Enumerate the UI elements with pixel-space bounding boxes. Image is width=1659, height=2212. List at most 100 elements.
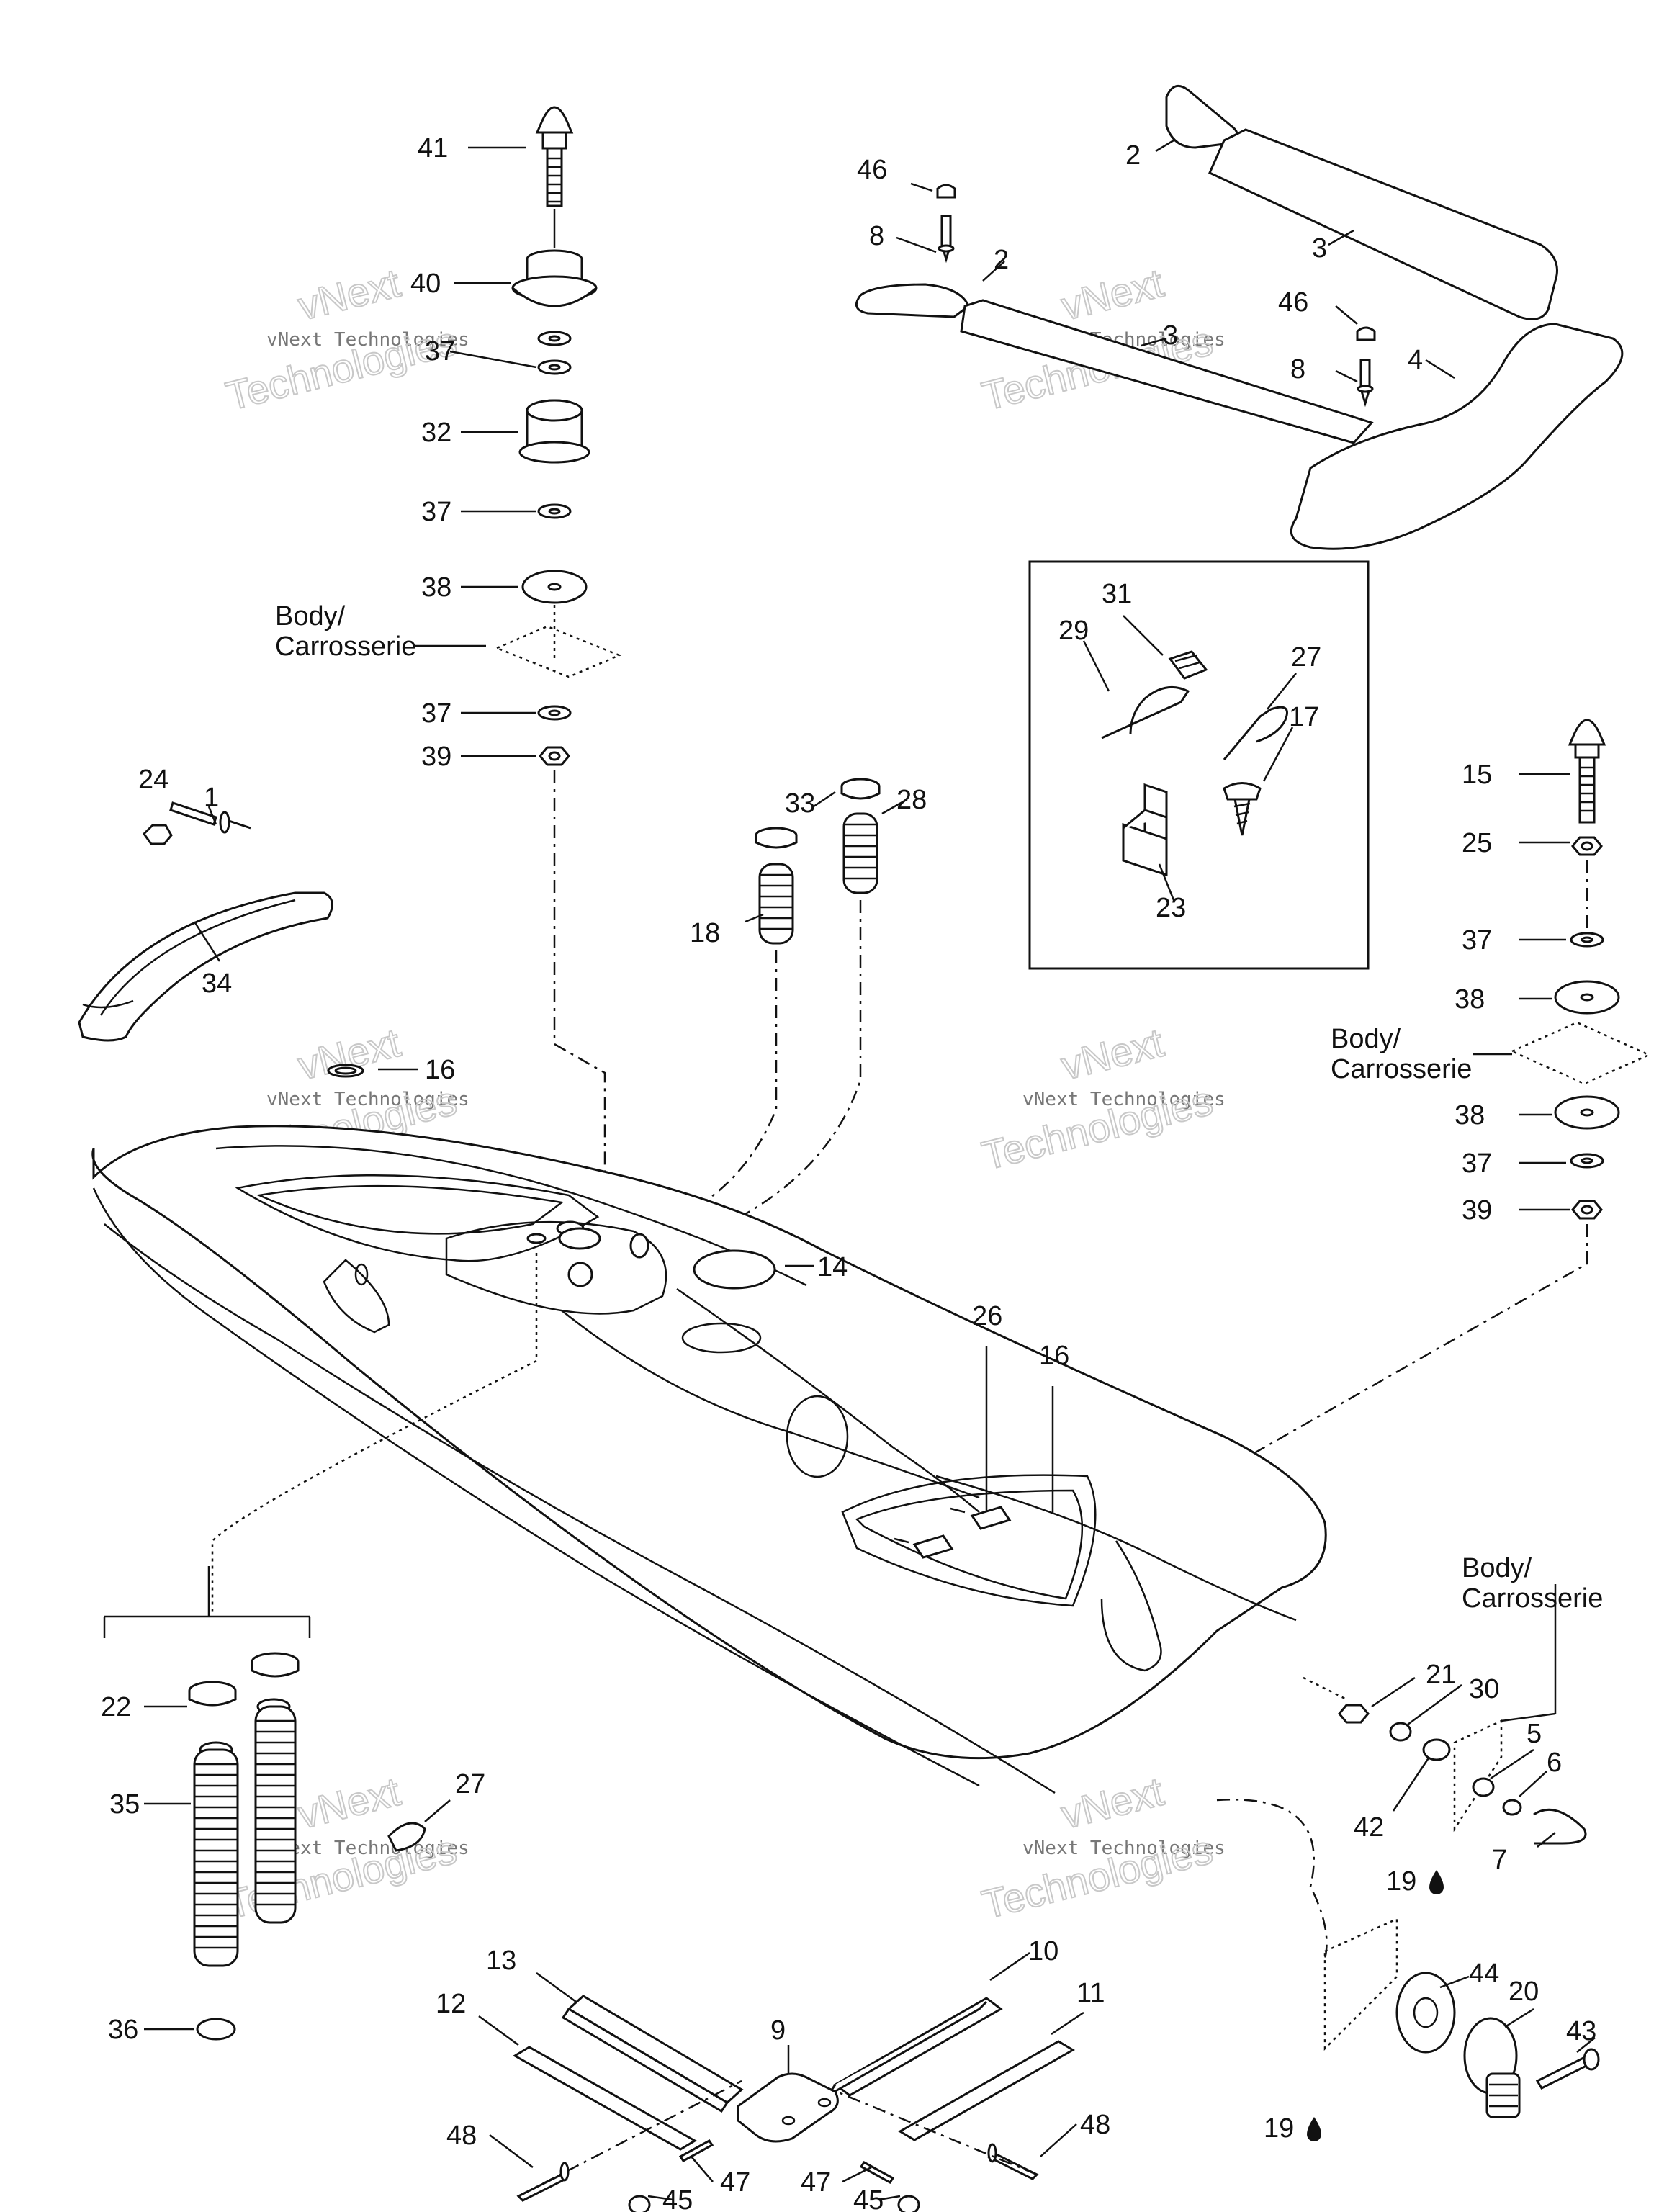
- hose-35a: [193, 1741, 239, 1967]
- connector-26a: [970, 1506, 1012, 1530]
- callout-38b: 38: [1455, 984, 1485, 1015]
- callout-9: 9: [770, 2015, 786, 2046]
- drop-icon: [1307, 2117, 1321, 2141]
- tie-mount-31: [1168, 650, 1208, 680]
- washer-42: [1422, 1738, 1451, 1761]
- callout-23: 23: [1156, 893, 1186, 923]
- connector-26b: [912, 1534, 954, 1559]
- callout-22: 22: [101, 1692, 131, 1722]
- callout-25: 25: [1462, 828, 1492, 858]
- handle-34: [78, 801, 333, 1042]
- bolt-41: [535, 106, 574, 207]
- cap-14: [693, 1249, 776, 1290]
- svg-text:vNext Technologies: vNext Technologies: [266, 1838, 469, 1859]
- callout-2a: 2: [994, 245, 1009, 275]
- callout-12: 12: [436, 1989, 466, 2019]
- grommet-22a: [188, 1681, 237, 1707]
- leader-lines: [144, 139, 1596, 2201]
- callout-47a: 47: [720, 2167, 750, 2198]
- callout-47b: 47: [801, 2167, 831, 2198]
- grommet-33b: [755, 827, 798, 849]
- rail-11: [898, 2040, 1075, 2141]
- svg-text:vNext Technologies: vNext Technologies: [1022, 1089, 1226, 1110]
- body-label-bottom-1: Body/: [1462, 1553, 1532, 1583]
- bolt-15: [1568, 719, 1606, 824]
- callout-24: 24: [138, 765, 168, 795]
- screw-17: [1223, 782, 1262, 836]
- body-label-right-1: Body/: [1331, 1024, 1401, 1054]
- svg-text:vNext Technologies: vNext Technologies: [266, 329, 469, 351]
- callout-10: 10: [1028, 1936, 1058, 1966]
- grommet-16a: [327, 1064, 364, 1078]
- pad-4: [1290, 323, 1624, 550]
- pad-3-upper: [1208, 128, 1558, 320]
- washer-6: [1502, 1799, 1522, 1816]
- callout-19b: 19: [1264, 2113, 1294, 2144]
- callout-14: 14: [817, 1252, 848, 1282]
- callout-38a: 38: [421, 572, 451, 603]
- callout-15: 15: [1462, 760, 1492, 790]
- accessories-box: [1028, 560, 1370, 970]
- body-label-right-2: Carrosserie: [1331, 1054, 1472, 1084]
- callout-36: 36: [108, 2015, 138, 2045]
- spacer-32: [518, 399, 590, 464]
- callout-32: 32: [421, 418, 451, 448]
- callout-17: 17: [1289, 702, 1319, 732]
- callout-6: 6: [1547, 1748, 1562, 1778]
- drain-plug-20: [1463, 2017, 1521, 2118]
- callout-11: 11: [1076, 1978, 1105, 2008]
- rail-10: [827, 1997, 1003, 2097]
- hull-body: [91, 1125, 1327, 1794]
- body-label-top-2: Carrosserie: [275, 631, 416, 662]
- callout-35: 35: [109, 1789, 140, 1820]
- rivet-1: [169, 801, 251, 834]
- watermark-6: vNext vNext Technologies Technologies: [977, 1768, 1226, 1928]
- callout-5: 5: [1527, 1719, 1542, 1749]
- callout-27b: 27: [455, 1769, 485, 1799]
- mount-stack-right: [1118, 719, 1652, 1532]
- callout-37a: 37: [425, 336, 455, 367]
- callout-37d: 37: [1462, 925, 1492, 956]
- callout-3a: 3: [1312, 233, 1327, 264]
- svg-text:vNext: vNext: [294, 1768, 405, 1838]
- callout-41: 41: [418, 133, 448, 163]
- grommet-22b: [251, 1652, 300, 1678]
- mount-stack-top: [494, 106, 622, 1210]
- clip-23: [1122, 783, 1168, 877]
- callout-28: 28: [896, 785, 927, 815]
- pin-46a: [936, 184, 956, 264]
- fittings-right: [1216, 1584, 1600, 2118]
- hoses-left: [103, 1253, 538, 2041]
- callout-8b: 8: [1290, 354, 1305, 385]
- callout-3b: 3: [1163, 320, 1178, 351]
- rail-13: [561, 1995, 744, 2113]
- bumper-40: [511, 249, 598, 307]
- washer-30: [1389, 1722, 1412, 1742]
- callout-30: 30: [1469, 1674, 1499, 1704]
- callout-27a: 27: [1291, 642, 1321, 673]
- callout-labels: 41 40 37 32 37 38 Body/ Carrosserie 37 3…: [101, 133, 1603, 2212]
- cable-tie-27b: [387, 1822, 426, 1852]
- screw-43: [1535, 2048, 1600, 2090]
- callout-16b: 16: [1039, 1341, 1069, 1371]
- callout-7: 7: [1492, 1845, 1507, 1875]
- svg-text:vNext: vNext: [1057, 1020, 1169, 1089]
- svg-text:vNext: vNext: [294, 1020, 405, 1089]
- callout-31: 31: [1102, 579, 1132, 609]
- callout-1: 1: [204, 783, 219, 813]
- svg-text:vNext: vNext: [1057, 260, 1169, 329]
- callout-39a: 39: [421, 742, 451, 772]
- callout-37e: 37: [1462, 1148, 1492, 1179]
- callout-34: 34: [202, 968, 232, 999]
- pad-3-lower: [960, 299, 1374, 444]
- deck-pads: [855, 84, 1624, 550]
- callout-20: 20: [1509, 1977, 1539, 2007]
- callout-16a: 16: [425, 1055, 455, 1085]
- callout-42: 42: [1354, 1812, 1384, 1843]
- svg-text:vNext Technologies: vNext Technologies: [1022, 1838, 1226, 1859]
- callout-45a: 45: [662, 2185, 693, 2212]
- cable-tie-29: [1101, 685, 1190, 739]
- callout-45b: 45: [853, 2185, 884, 2212]
- body-plate-lower: [1453, 1719, 1503, 1833]
